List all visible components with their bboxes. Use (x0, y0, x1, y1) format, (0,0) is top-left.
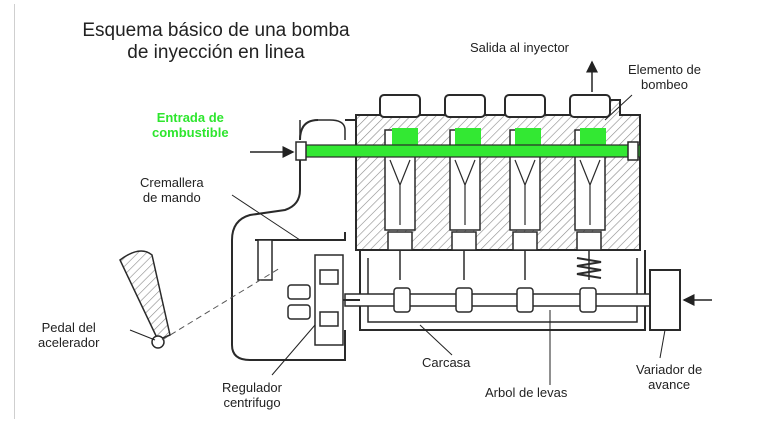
left-border-line (14, 4, 15, 419)
label-elemento-line-2: bombeo (641, 77, 688, 92)
label-regulador-line-2: centrifugo (223, 395, 281, 410)
element-cap-1 (379, 94, 421, 118)
label-cremallera-line-2: de mando (142, 190, 201, 205)
label-arbol: Arbol de levas (485, 385, 568, 400)
accelerator-pedal (119, 250, 281, 349)
label-carcasa: Carcasa (422, 355, 471, 370)
label-regulador-line-1: Regulador (222, 380, 282, 395)
label-entrada-line-1: Entrada de (156, 110, 224, 125)
label-pedal-line-2: acelerador (38, 335, 100, 350)
label-elemento-line-1: Elemento de (628, 62, 701, 77)
governor-housing (231, 119, 360, 361)
spring (576, 257, 602, 279)
leader-lines (129, 94, 666, 385)
label-salida: Salida al inyector (470, 40, 569, 55)
centrifugal-governor (314, 254, 344, 346)
control-rack (255, 232, 346, 241)
label-variador-line-1: Variador de (636, 362, 703, 377)
label-pedal: Pedal del acelerador (38, 320, 99, 350)
title-line-1: Esquema básico de una bomba (82, 20, 350, 41)
label-pedal-line-1: Pedal del (41, 320, 96, 335)
label-variador: Variador de avance (636, 362, 702, 392)
label-elemento: Elemento de bombeo (628, 62, 701, 92)
element-cap-4 (569, 94, 611, 118)
label-variador-line-2: avance (648, 377, 691, 392)
advance-variator (649, 269, 681, 331)
label-entrada-line-2: combustible (152, 125, 229, 140)
element-cap-3 (504, 94, 546, 118)
label-cremallera-line-1: Cremallera (140, 175, 204, 190)
label-cremallera: Cremallera de mando (140, 175, 204, 205)
label-entrada: Entrada de combustible (152, 110, 229, 140)
camshaft (344, 293, 666, 307)
fuel-gallery (299, 144, 641, 158)
pump-housing (295, 94, 712, 331)
label-regulador: Regulador centrifugo (222, 380, 282, 410)
element-cap-2 (444, 94, 486, 118)
title-line-2: de inyección en linea (127, 42, 305, 63)
diagram-title: Esquema básico de una bomba de inyección… (40, 20, 392, 64)
